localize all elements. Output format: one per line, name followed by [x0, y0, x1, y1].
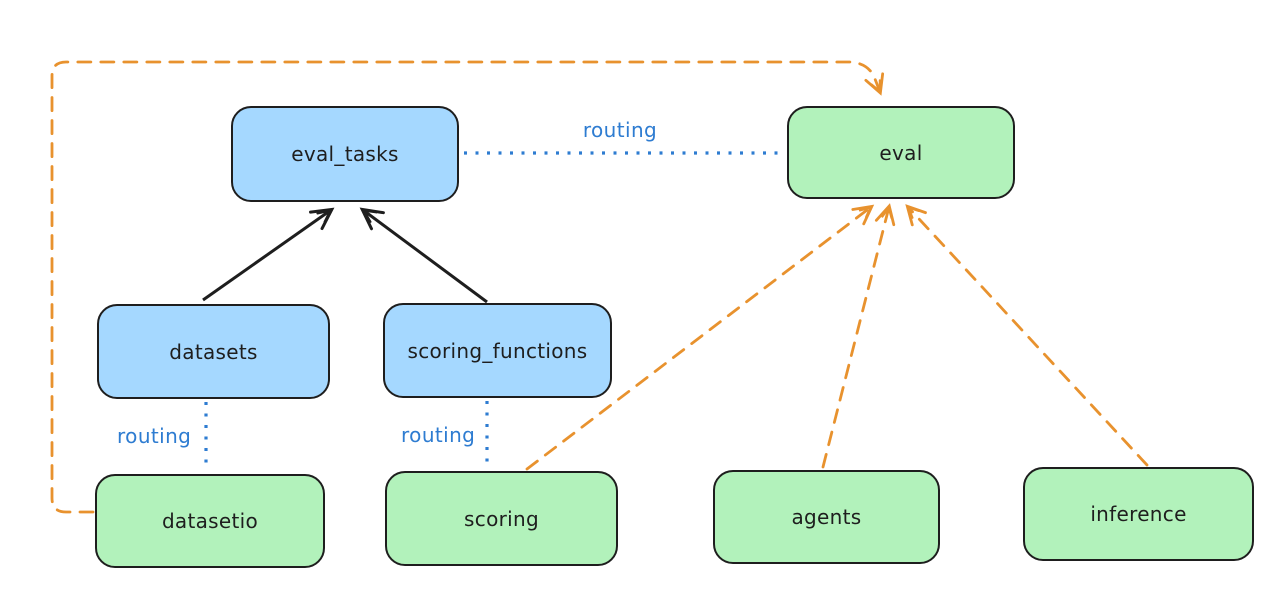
node-scoring-functions: scoring_functions — [383, 303, 612, 398]
edge-inference-to-eval — [905, 204, 1149, 467]
node-eval-tasks: eval_tasks — [231, 106, 459, 202]
edge-scoring-to-eval — [525, 204, 875, 471]
node-inference: inference — [1023, 467, 1254, 561]
edge-label-routing-top: routing — [582, 118, 658, 142]
edge-label-routing-datasetio: routing — [117, 424, 192, 448]
node-datasetio: datasetio — [95, 474, 325, 568]
node-scoring: scoring — [385, 471, 618, 566]
edge-label-routing-scoring: routing — [401, 423, 476, 447]
node-agents: agents — [713, 470, 940, 564]
node-datasets: datasets — [97, 304, 330, 399]
edge-datasets-to-eval-tasks — [202, 207, 335, 302]
edge-scoring-functions-to-eval-tasks — [359, 207, 488, 304]
edge-datasetio-to-eval — [50, 60, 885, 514]
node-eval: eval — [787, 106, 1015, 199]
edge-agents-to-eval — [821, 203, 896, 469]
